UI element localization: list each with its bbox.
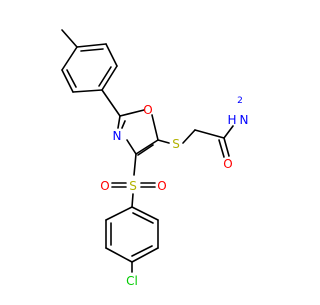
bond-lines	[61, 29, 234, 273]
atom-labels: O N S S O O O H N 2 Cl	[100, 96, 248, 288]
amide-oxygen-label: O	[223, 157, 232, 171]
amine-subscript-label: 2	[237, 96, 243, 106]
amine-nitrogen-label: N	[240, 113, 249, 127]
ring-oxygen-label: O	[143, 103, 152, 117]
structure-diagram: O N S S O O O H N 2 Cl	[61, 29, 248, 288]
sulfonyl-sulfur-label: S	[129, 179, 137, 193]
amine-hydrogen-label: H	[227, 113, 236, 127]
ring-nitrogen-label: N	[113, 129, 122, 143]
sulfonyl-oxygen-left-label: O	[100, 179, 109, 193]
chlorine-label: Cl	[126, 274, 138, 288]
molecule-drawing: O N S S O O O H N 2 Cl	[61, 29, 248, 288]
sulfonyl-oxygen-right-label: O	[157, 179, 166, 193]
thioether-sulfur-label: S	[172, 137, 180, 151]
